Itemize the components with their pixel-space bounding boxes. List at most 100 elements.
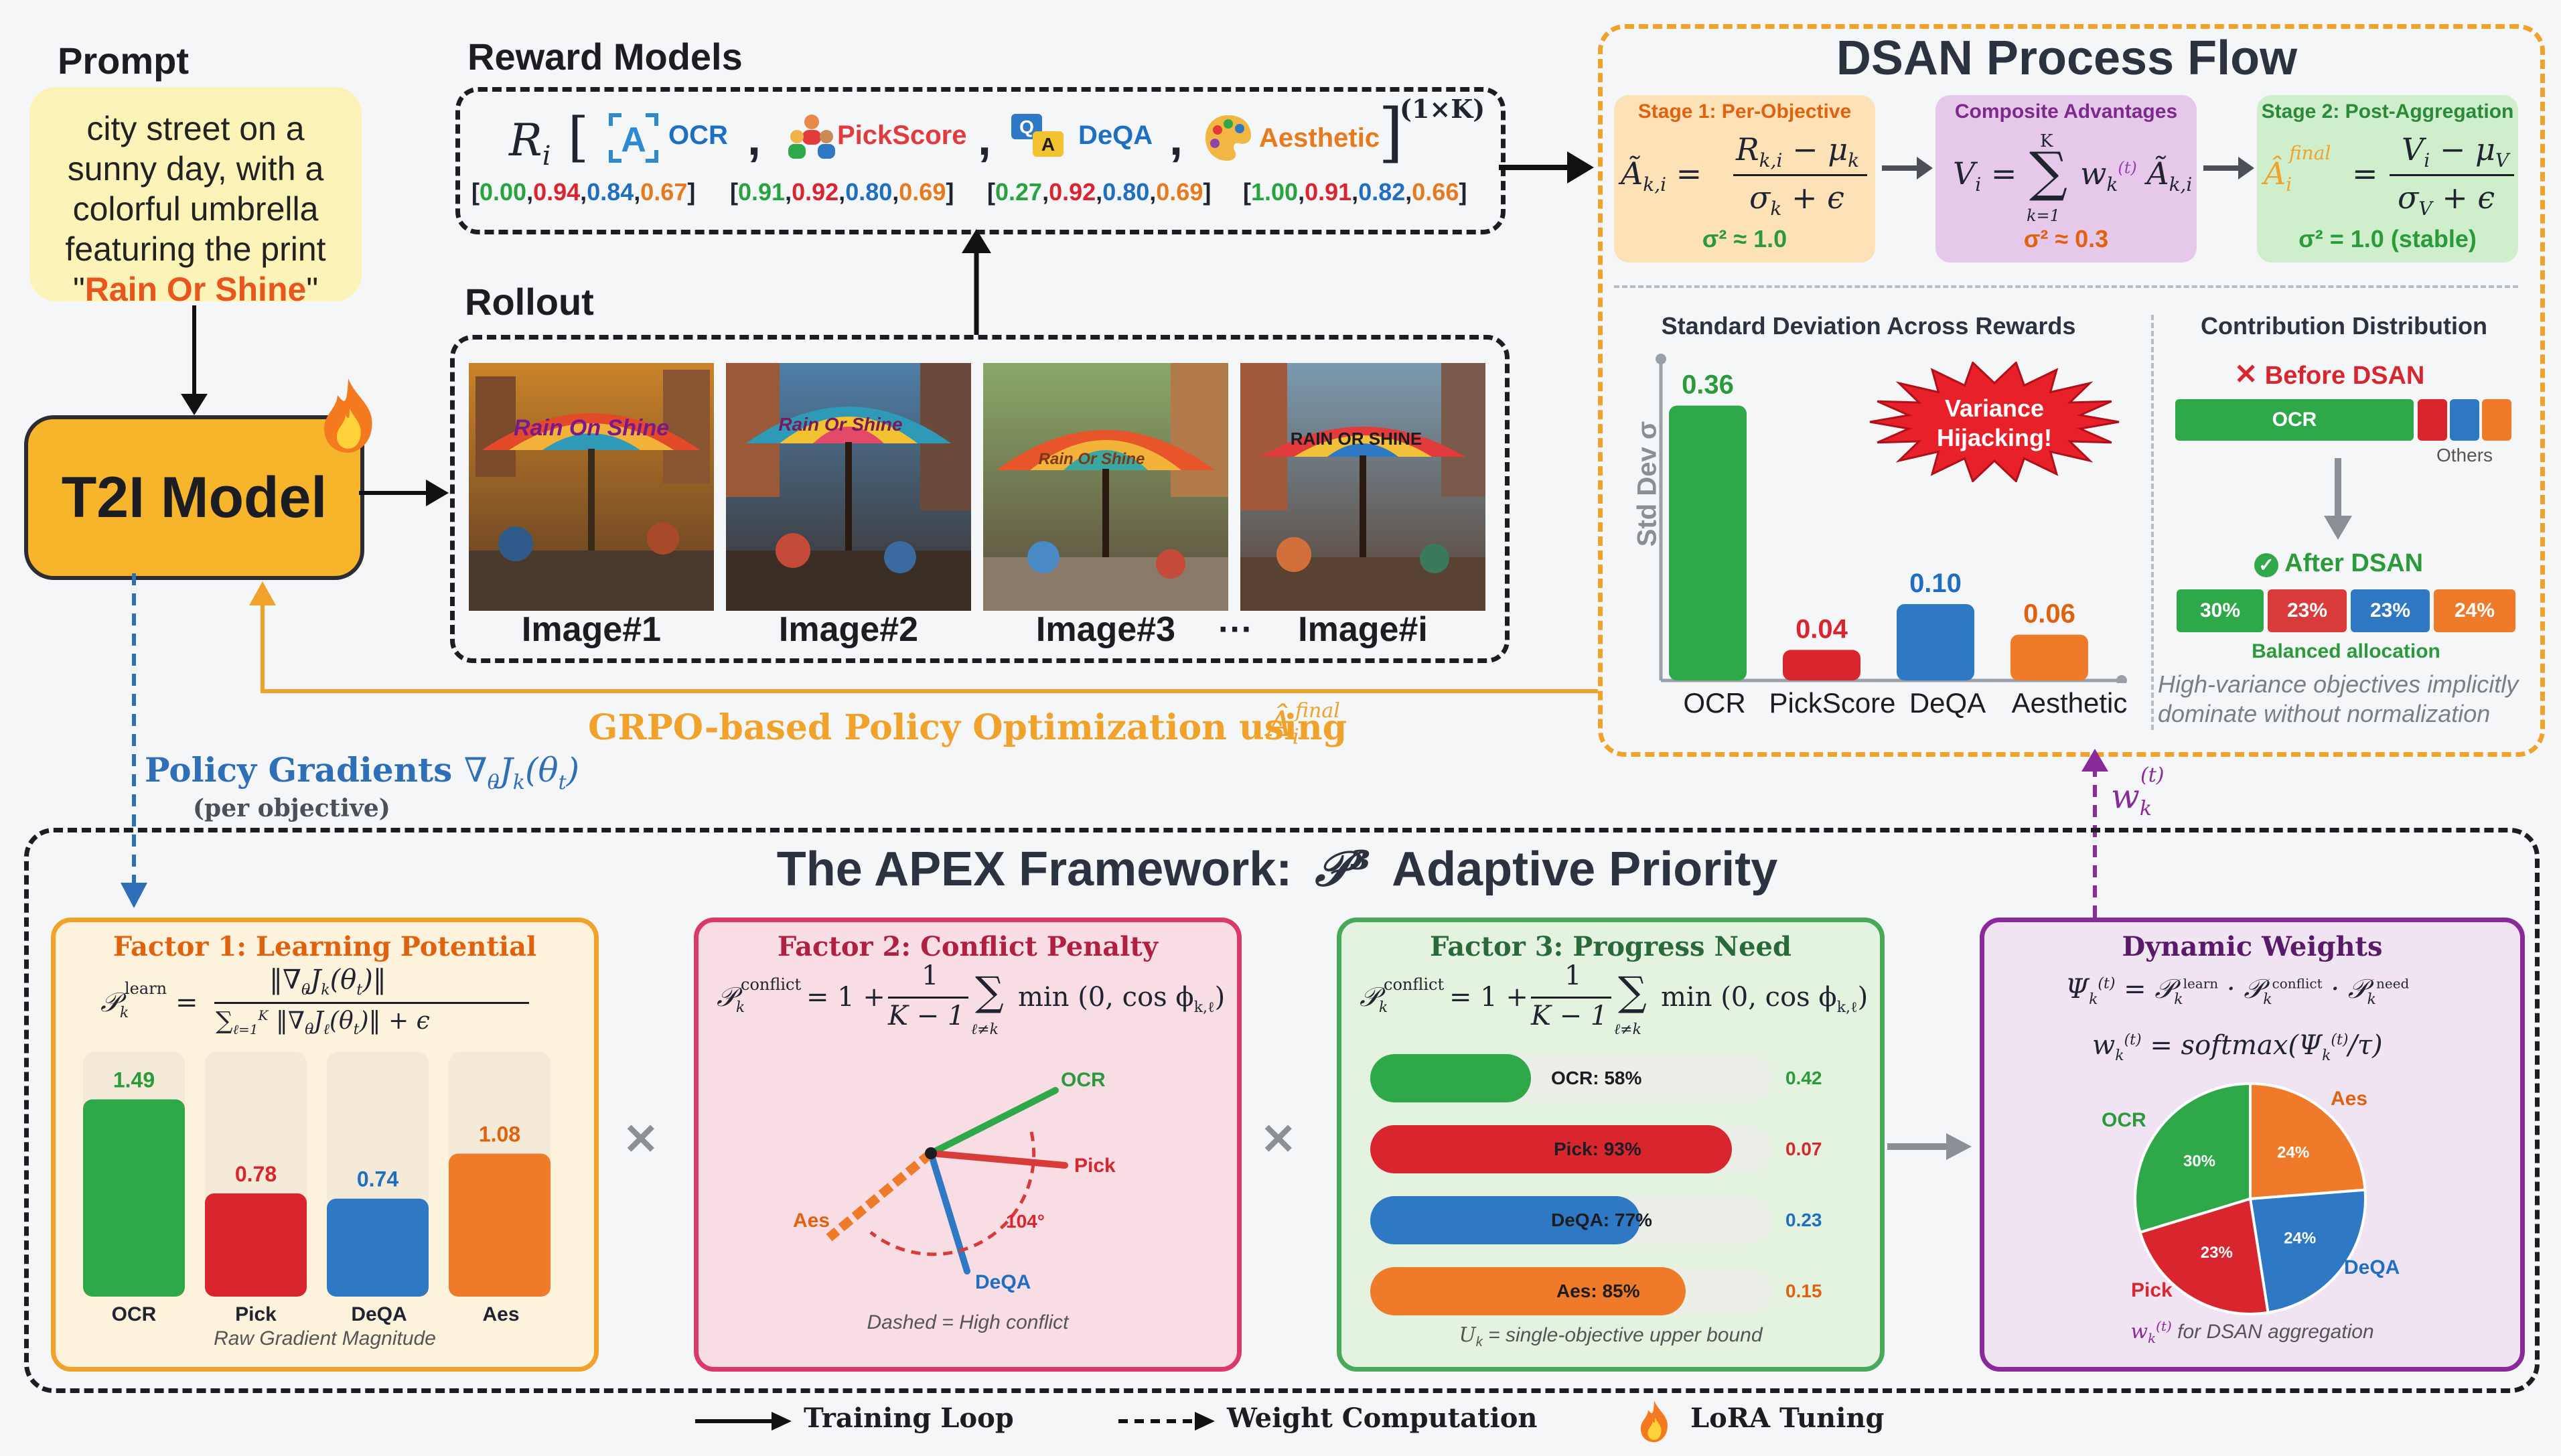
image-caption-2: Image#2 (778, 610, 919, 649)
prompt-title: Prompt (58, 40, 189, 82)
std-chart-title: Standard Deviation Across Rewards (1661, 312, 2076, 340)
rollout-ellipsis: ··· (1218, 610, 1253, 649)
policy-gradients-sub: (per objective) (193, 794, 390, 822)
before-others-label: Others (2436, 445, 2493, 465)
palette-icon (1205, 115, 1251, 161)
qa-chat-icon: Q A (1011, 114, 1064, 157)
apex-p3: 𝒫³ (1315, 840, 1371, 897)
before-bar-aes (2482, 399, 2511, 441)
image-caption-3: Image#3 (1035, 610, 1176, 649)
progress-fill-deqa (1370, 1196, 1640, 1244)
std-bar-value-ocr: 0.36 (1682, 370, 1734, 400)
grpo-a-final: Âi (1267, 705, 1299, 749)
factor-2-note: Dashed = High conflict (867, 1311, 1069, 1333)
arrow-stage1-2 (1882, 157, 1933, 179)
factor-3-note-sym: U (1459, 1323, 1476, 1347)
f1-x-label-ocr: OCR (111, 1303, 157, 1325)
balanced-label: Balanced allocation (2252, 640, 2440, 662)
image-caption-i: Image#i (1298, 610, 1428, 649)
rollout-sign-3: Rain Or Shine (1038, 450, 1145, 468)
f1-x-label-pick: Pick (235, 1303, 277, 1325)
after-dsan-row: ✓ After DSAN (2254, 549, 2423, 578)
progress-label-ocr: OCR: 58% (1551, 1068, 1642, 1088)
before-dsan-row: ✕ Before DSAN (2234, 358, 2424, 390)
comma-3: , (1169, 112, 1183, 165)
variance-line-2: Hijacking! (1936, 424, 2053, 451)
rollout-box (450, 335, 1510, 663)
multiply-icon-2: ✕ (1260, 1115, 1297, 1163)
progress-value-ocr: 0.42 (1785, 1068, 1822, 1088)
conflict-vector-diagram (826, 1087, 1068, 1275)
wk-label: wk (2111, 777, 2152, 820)
before-bar-ocr-label: OCR (2272, 409, 2317, 431)
dsan-note: High-variance objectives implicitly domi… (2158, 670, 2530, 729)
std-bar-aesthetic (2010, 634, 2088, 680)
reward-dims: (1×K) (1400, 94, 1485, 124)
factor-1-note: Raw Gradient Magnitude (214, 1327, 436, 1350)
check-circle-icon: ✓ (2254, 553, 2278, 577)
dsan-title: DSAN Process Flow (1836, 31, 2298, 85)
stage-1-title: Stage 1: Per-Objective (1637, 100, 1852, 123)
pie-slice-ocr (2134, 1082, 2252, 1234)
vector-aes (826, 1149, 934, 1242)
t2i-model-box: T2I Model (24, 415, 364, 580)
dynamic-weights-title: Dynamic Weights (2122, 931, 2383, 962)
pie-slice-aes (2249, 1082, 2367, 1201)
rm-values-pickscore: [0.91,0.92,0.80,0.69] (730, 178, 954, 206)
apex-title-main: The APEX Framework: (776, 843, 1293, 896)
reward-models-box (455, 87, 1506, 234)
std-bar-value-deqa: 0.10 (1909, 569, 1962, 598)
pie-label-pick: Pick (2131, 1279, 2173, 1301)
f2-label-ocr: OCR (1061, 1069, 1106, 1091)
variance-line-1: Variance (1944, 394, 2045, 422)
grad-bar-value-ocr: 1.49 (113, 1068, 155, 1092)
arrow-stage2-3 (2203, 157, 2254, 179)
apex-title-sub: Adaptive Priority (1392, 843, 1778, 896)
rollout-images (469, 363, 1485, 611)
factor-2-box (694, 918, 1242, 1372)
dsan-divider-h (1614, 285, 2518, 288)
factor-1-formula: 𝒫k learn = ‖∇θJk(θt)‖ ∑ℓ=1K ‖∇θJℓ(θt)‖ +… (100, 964, 569, 1051)
std-bar-value-pickscore: 0.04 (1796, 614, 1848, 644)
after-dsan-label: After DSAN (2284, 549, 2424, 577)
grad-bar-deqa (327, 1198, 429, 1297)
prompt-text-after: " (306, 271, 319, 308)
legend-weight-arrow (1118, 1412, 1215, 1431)
rm-values-deqa: [0.27,0.92,0.80,0.69] (987, 178, 1212, 206)
grad-bar-pick (205, 1193, 307, 1297)
factor-3-formula: 𝒫k conflict = 1 + 1 K − 1 ∑ ℓ≠k min (0, … (1360, 960, 1869, 1038)
std-x-label-aesthetic: Aesthetic (2011, 687, 2128, 719)
pie-slice-pick (2138, 1197, 2270, 1315)
rm-name-pickscore: PickScore (837, 121, 967, 150)
factor-2-formula: 𝒫k conflict = 1 + 1 K − 1 ∑ ℓ≠k min (0, … (717, 960, 1226, 1038)
factor-1-title: Factor 1: Learning Potential (113, 931, 537, 962)
dynamic-formula-w: wk(t) = softmax(Ψk(t)/τ) (2092, 1030, 2383, 1064)
f1-x-label-aes: Aes (482, 1303, 520, 1325)
std-axis-cap-x (2116, 675, 2127, 683)
dsan-note-line-1: High-variance objectives implicitly (2158, 670, 2519, 698)
dynamic-formula-psi: Ψk(t) = 𝒫klearn · 𝒫kconflict · 𝒫kneed (2065, 974, 2410, 1008)
std-axis-cap-y (1656, 354, 1666, 364)
rollout-sign-1: Rain On Shine (513, 415, 670, 441)
rollout-sign-4: RAIN OR SHINE (1290, 429, 1422, 449)
dsan-divider-v (2151, 315, 2154, 730)
legend-training: Training Loop (804, 1402, 1014, 1434)
std-bar-ocr (1669, 405, 1747, 680)
progress-value-aes: 0.15 (1785, 1281, 1822, 1301)
after-bar-ocr-label: 30% (2199, 599, 2241, 622)
starburst-shape (1869, 362, 2120, 482)
std-bar-value-aesthetic: 0.06 (2023, 599, 2075, 629)
grad-bar-aes (449, 1153, 551, 1297)
pie-value-deqa: 24% (2284, 1230, 2316, 1248)
std-dev-chart: 0.36 0.04 0.10 0.06 (1656, 354, 2127, 683)
progress-fill-ocr (1370, 1054, 1531, 1102)
after-bar-pick: 23% (2268, 589, 2347, 632)
grad-bar-value-deqa: 0.74 (357, 1167, 398, 1191)
rm-name-aesthetic: Aesthetic (1259, 123, 1380, 153)
svg-text:A: A (621, 121, 646, 159)
fire-icon (324, 378, 372, 453)
contrib-title: Contribution Distribution (2201, 312, 2487, 340)
factor-3-note-text: = single-objective upper bound (1488, 1324, 1763, 1346)
stage-3-box (2257, 95, 2518, 263)
